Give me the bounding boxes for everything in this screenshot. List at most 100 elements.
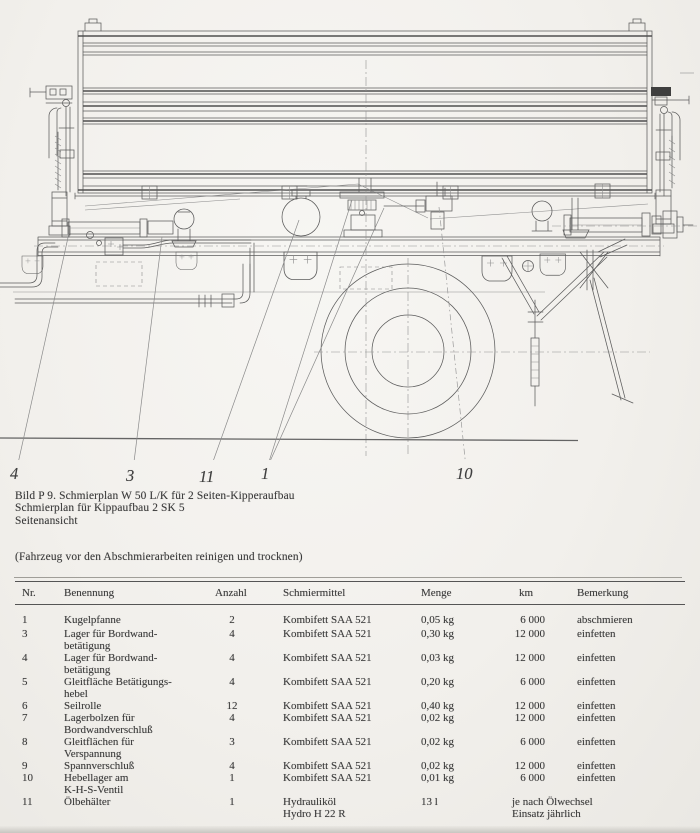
header-schmiermittel: Schmiermittel	[275, 581, 413, 605]
cell-nr: 11	[22, 796, 33, 808]
table-row: 1 Kugelpfanne 2 Kombifett SAA 521 0,05 k…	[15, 605, 685, 629]
cell-bemerkung: einfetten	[577, 700, 616, 712]
rear-roller-cylinder	[531, 197, 697, 239]
cell-km: 6 000	[520, 772, 545, 784]
truck-side-view-drawing	[0, 18, 697, 460]
cell-line: Gleitflächen für	[64, 736, 134, 748]
cell-anzahl: 3	[229, 736, 235, 748]
header-menge: Menge	[413, 581, 504, 605]
cell-line: je nach Ölwechsel	[512, 796, 593, 808]
cell-schmiermittel: Kombifett SAA 521	[283, 676, 372, 688]
table-row: 4 Lager für Bordwand- betätigung 4 Kombi…	[15, 652, 685, 676]
table-row: 5 Gleitfläche Betätigungs- hebel 4 Kombi…	[15, 676, 685, 700]
cell-line: Verspannung	[64, 748, 122, 760]
cell-km: 12 000	[514, 760, 545, 772]
cell-bemerkung: einfetten	[577, 676, 616, 688]
callout-4: 4	[10, 464, 19, 483]
front-underbody-assembly	[0, 208, 255, 308]
table-top-rule	[14, 577, 682, 578]
cell-line: Hydro H 22 R	[283, 808, 346, 820]
preparation-note: (Fahrzeug vor den Abschmierarbeiten rein…	[15, 551, 303, 563]
cell-schmiermittel: Kombifett SAA 521	[283, 700, 372, 712]
cell-anzahl: 4	[229, 628, 235, 640]
cell-schmiermittel: Kombifett SAA 521	[283, 772, 372, 784]
ball-socket-hoist	[339, 177, 385, 238]
table-row: 6 Seilrolle 12 Kombifett SAA 521 0,40 kg…	[15, 700, 685, 712]
cell-benennung: Spannverschluß	[64, 760, 135, 772]
caption-line-2: Schmierplan für Kippaufbau 2 SK 5	[15, 502, 185, 515]
header-bemerkung: Bemerkung	[552, 581, 685, 605]
cell-nr: 10	[22, 772, 33, 784]
cell-schmiermittel: Kombifett SAA 521	[283, 760, 372, 772]
cell-line: Bordwandverschluß	[64, 724, 153, 736]
cell-benennung: Gleitflächen für Verspannung	[58, 736, 207, 760]
cell-benennung: Lager für Bordwand- betätigung	[58, 628, 207, 652]
cell-line: betätigung	[64, 664, 111, 676]
table-row: 9 Spannverschluß 4 Kombifett SAA 521 0,0…	[15, 760, 685, 772]
cell-menge: 0,03 kg	[421, 652, 454, 664]
table-header-row: Nr. Benennung Anzahl Schmiermittel Menge…	[15, 581, 685, 605]
table-row: 3 Lager für Bordwand- betätigung 4 Kombi…	[15, 628, 685, 652]
header-anzahl: Anzahl	[207, 581, 275, 605]
cell-line: Gleitfläche Betätigungs-	[64, 676, 172, 688]
cell-benennung: Hebellager am K-H-S-Ventil	[58, 772, 207, 796]
cell-line: Hydrauliköl	[283, 796, 337, 808]
caption-line-3: Seitenansicht	[15, 514, 78, 527]
cell-line: hebel	[64, 688, 88, 700]
table-row: 10 Hebellager am K-H-S-Ventil 1 Kombifet…	[15, 772, 685, 796]
rear-brace-assembly	[501, 238, 634, 407]
cell-bemerkung: einfetten	[577, 712, 616, 724]
cell-anzahl: 1	[229, 772, 235, 784]
cell-km: 12 000	[514, 652, 545, 664]
cell-nr: 7	[22, 712, 28, 724]
cell-schmiermittel: Kombifett SAA 521	[283, 652, 372, 664]
cell-nr: 3	[22, 628, 28, 640]
header-km: km	[504, 581, 552, 605]
lubrication-table-wrapper: Nr. Benennung Anzahl Schmiermittel Menge…	[15, 581, 685, 820]
cell-nr: 4	[22, 652, 28, 664]
cell-anzahl: 4	[229, 652, 235, 664]
chassis-frame	[13, 183, 664, 293]
cell-benennung: Lager für Bordwand- betätigung	[58, 652, 207, 676]
cell-menge: 0,30 kg	[421, 628, 454, 640]
cell-anzahl: 1	[229, 796, 235, 808]
cell-line: Lagerbolzen für	[64, 712, 135, 724]
cell-menge: 0,01 kg	[421, 772, 454, 784]
cell-menge: 0,02 kg	[421, 712, 454, 724]
cell-benennung: Lagerbolzen für Bordwandverschluß	[58, 712, 207, 736]
cell-menge: 0,20 kg	[421, 676, 454, 688]
cell-nr: 6	[22, 700, 28, 712]
cell-menge: 0,02 kg	[421, 760, 454, 772]
cell-schmiermittel: Kombifett SAA 521	[283, 712, 372, 724]
cell-benennung: Seilrolle	[64, 700, 102, 712]
cell-line: Lager für Bordwand-	[64, 628, 158, 640]
callout-3: 3	[126, 466, 135, 485]
cell-benennung: Kugelpfanne	[64, 614, 121, 626]
cell-menge: 0,40 kg	[421, 700, 454, 712]
cell-schmiermittel: Kombifett SAA 521	[283, 628, 372, 640]
callout-11: 11	[199, 467, 215, 486]
table-row: 8 Gleitflächen für Verspannung 3 Kombife…	[15, 736, 685, 760]
rear-label-plate	[651, 72, 694, 106]
cell-line: K-H-S-Ventil	[64, 784, 124, 796]
cell-bemerkung: einfetten	[577, 772, 616, 784]
scan-edge-shadow	[0, 826, 700, 833]
cell-anzahl: 2	[229, 614, 235, 626]
cell-km: 12 000	[514, 700, 545, 712]
cell-bemerkung: abschmieren	[577, 614, 633, 626]
callout-leader-lines	[18, 199, 466, 460]
cell-bemerkung: einfetten	[577, 760, 616, 772]
cell-schmiermittel: Hydrauliköl Hydro H 22 R	[275, 796, 413, 820]
cell-benennung: Ölbehälter	[64, 796, 111, 808]
wheel	[314, 60, 650, 456]
callout-10: 10	[456, 464, 473, 483]
cell-km: 6 000	[520, 736, 545, 748]
table-row: 7 Lagerbolzen für Bordwandverschluß 4 Ko…	[15, 712, 685, 736]
cell-menge: 13 l	[421, 796, 438, 808]
cell-line: Hebellager am	[64, 772, 129, 784]
front-latch-mechanism	[48, 99, 75, 236]
cell-anzahl: 4	[229, 760, 235, 772]
cell-bemerkung: einfetten	[577, 736, 616, 748]
cell-bemerkung: einfetten	[577, 628, 616, 640]
cell-km: 12 000	[514, 628, 545, 640]
